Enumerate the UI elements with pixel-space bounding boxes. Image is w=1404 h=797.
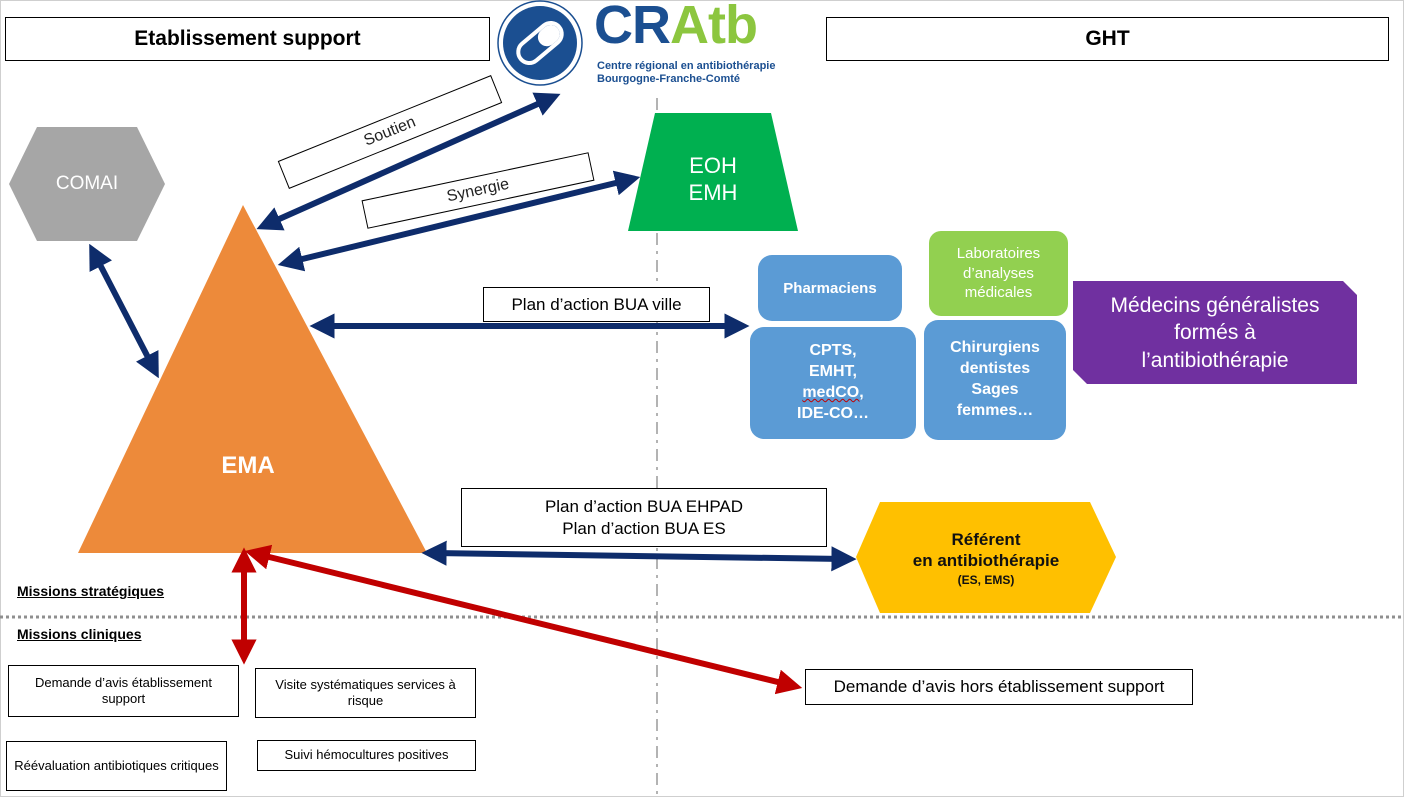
referent-line-2: en antibiothérapie <box>912 550 1060 570</box>
chirurgiens-card: Chirurgiens dentistes Sages femmes… <box>924 320 1066 440</box>
box-suivi-hemocultures: Suivi hémocultures positives <box>257 740 476 771</box>
header-etablissement-support: Etablissement support <box>5 17 490 61</box>
arrow-synergie <box>277 170 641 272</box>
ema-label: EMA <box>221 452 275 479</box>
logo-tagline-line2: Bourgogne-Franche-Comté <box>597 72 740 85</box>
header-ght: GHT <box>826 17 1389 61</box>
logo-tagline-line1: Centre régional en antibiothérapie <box>597 60 776 72</box>
laboratoires-card <box>929 231 1068 316</box>
box-reevaluation: Réévaluation antibiotiques critiques <box>6 741 227 791</box>
label-bua-ville: Plan d’action BUA ville <box>483 287 710 322</box>
referent-line-1: Référent <box>951 530 1021 550</box>
medecins-line-2: formés à <box>1174 321 1256 345</box>
pill-icon <box>516 21 564 65</box>
cpts-card: CPTS, EMHT, medCO, IDE-CO… <box>750 327 916 439</box>
emh-text: EMH <box>688 180 738 205</box>
medecins-shape <box>1073 281 1357 384</box>
eoh-text: EOH <box>689 152 737 178</box>
referent-hexagon <box>856 502 1116 613</box>
referent-line-3: (ES, EMS) <box>957 573 1015 588</box>
label-avis-hors-etablissement: Demande d’avis hors établissement suppor… <box>805 669 1193 705</box>
box-demande-avis: Demande d’avis établissement support <box>8 665 239 717</box>
laboratoires-line-3: médicales <box>964 284 1033 302</box>
laboratoires-label: Laboratoires d’analyses médicales <box>929 233 1068 314</box>
comai-hexagon <box>9 127 165 241</box>
cpts-line-1: CPTS, <box>809 342 857 360</box>
eoh-trapezoid <box>628 113 798 231</box>
arrow-avis-hors <box>244 544 803 695</box>
referent-label: Référent en antibiothérapie (ES, EMS) <box>856 520 1116 598</box>
laboratoires-line-2: d’analyses <box>963 264 1034 282</box>
arrow-bua-ehpad-es <box>421 540 857 572</box>
bua-es-text: Plan d’action BUA ES <box>562 518 726 538</box>
pharmaciens-card: Pharmaciens <box>758 255 902 321</box>
missions-strategiques-label: Missions stratégiques <box>17 583 165 599</box>
eoh-label: EOH EMH <box>655 148 771 210</box>
chirurgiens-line-4: femmes… <box>956 401 1034 419</box>
arrow-comai-ema <box>89 243 159 379</box>
chirurgiens-line-3: Sages <box>971 381 1019 398</box>
cpts-line-4: IDE-CO… <box>797 404 869 422</box>
label-bua-ehpad-es: Plan d’action BUA EHPAD Plan d’action BU… <box>461 488 827 547</box>
chirurgiens-line-1: Chirurgiens <box>950 339 1040 357</box>
medecins-line-3: l’antibiothérapie <box>1141 348 1289 372</box>
logo-wordmark: CRAtb <box>594 0 758 55</box>
logo-tagline: Centre régional en antibiothérapie Bourg… <box>597 60 775 85</box>
logo-atb: Atb <box>670 0 758 55</box>
laboratoires-line-1: Laboratoires <box>956 245 1041 263</box>
cpts-line-2: EMHT, <box>809 363 857 381</box>
ema-triangle <box>78 205 427 553</box>
cpts-line-3: medCO, <box>802 384 864 401</box>
medecins-label: Médecins généralistes formés à l’antibio… <box>1073 284 1357 382</box>
bua-ehpad-text: Plan d’action BUA EHPAD <box>544 497 744 517</box>
missions-cliniques-label: Missions cliniques <box>17 626 142 642</box>
logo-cr: CR <box>594 0 671 55</box>
medecins-line-1: Médecins généralistes <box>1110 294 1320 318</box>
chirurgiens-line-2: dentistes <box>959 360 1031 378</box>
comai-label: COMAI <box>55 173 119 195</box>
box-visite-systematiques: Visite systématiques services à risque <box>255 668 476 718</box>
